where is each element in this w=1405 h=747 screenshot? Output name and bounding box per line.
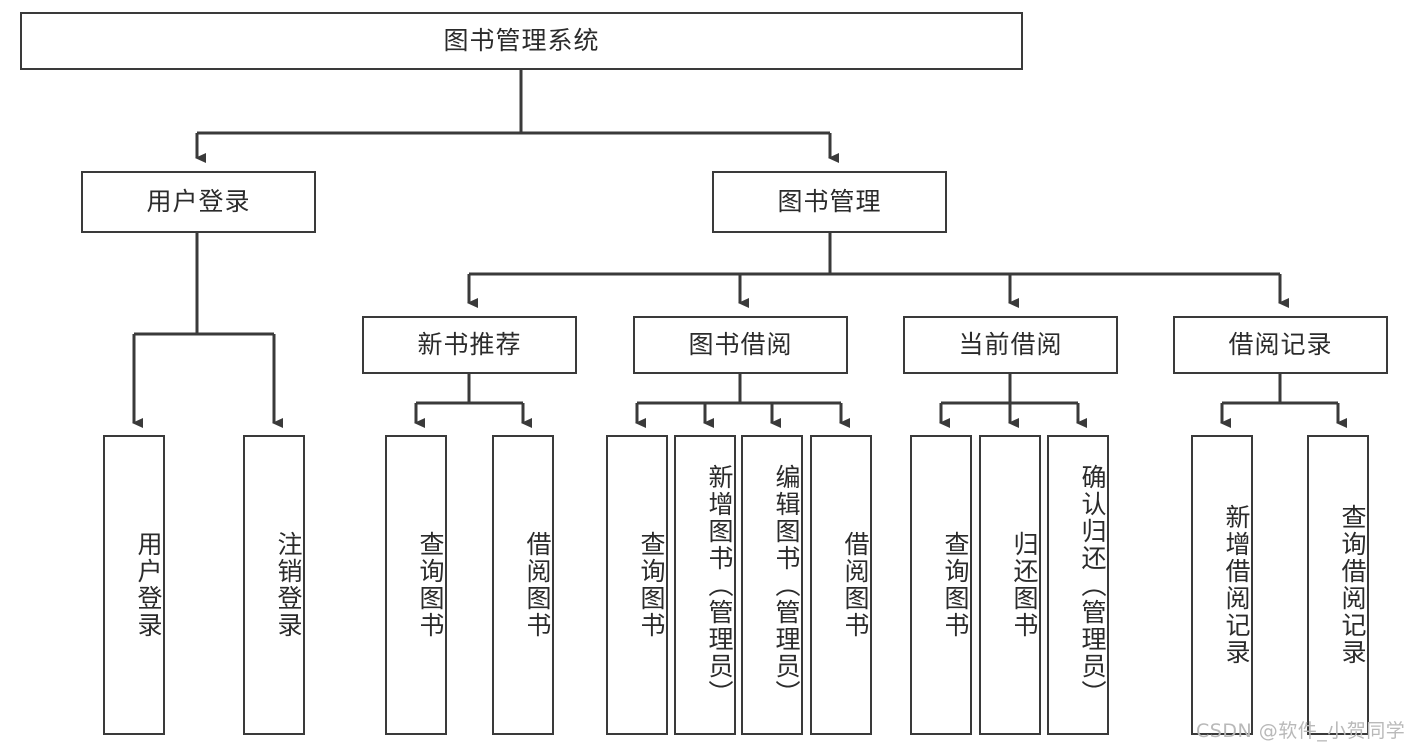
leaf-borrow-record-query[interactable]: 查询借阅记录 <box>1307 435 1369 735</box>
leaf-label: 新增图书（管理员） <box>705 463 734 707</box>
leaf-book-borrow-borrow[interactable]: 借阅图书 <box>810 435 872 735</box>
leaf-label: 确认归还（管理员） <box>1078 463 1107 707</box>
leaf-label: 新增借阅记录 <box>1222 504 1251 666</box>
csdn-watermark: CSDN @软件_小贺同学 <box>1196 720 1405 742</box>
node-book-borrow[interactable]: 图书借阅 <box>633 316 848 374</box>
node-borrow-record-label: 借阅记录 <box>1228 330 1333 360</box>
leaf-user-login-login[interactable]: 用户登录 <box>103 435 165 735</box>
node-borrow-record[interactable]: 借阅记录 <box>1173 316 1388 374</box>
node-user-login[interactable]: 用户登录 <box>81 171 316 233</box>
leaf-new-book-borrow[interactable]: 借阅图书 <box>492 435 554 735</box>
node-root-label: 图书管理系统 <box>443 26 600 56</box>
leaf-label: 查询图书 <box>941 531 970 639</box>
leaf-book-borrow-add[interactable]: 新增图书（管理员） <box>674 435 736 735</box>
leaf-label: 归还图书 <box>1010 531 1039 639</box>
node-new-book-recommend-label: 新书推荐 <box>417 330 522 360</box>
leaf-label: 注销登录 <box>274 531 303 639</box>
leaf-current-borrow-query[interactable]: 查询图书 <box>910 435 972 735</box>
leaf-label: 编辑图书（管理员） <box>772 463 801 707</box>
node-new-book-recommend[interactable]: 新书推荐 <box>362 316 577 374</box>
leaf-borrow-record-add[interactable]: 新增借阅记录 <box>1191 435 1253 735</box>
leaf-current-borrow-return[interactable]: 归还图书 <box>979 435 1041 735</box>
leaf-current-borrow-confirm-return[interactable]: 确认归还（管理员） <box>1047 435 1109 735</box>
leaf-book-borrow-query[interactable]: 查询图书 <box>606 435 668 735</box>
leaf-label: 查询图书 <box>637 531 666 639</box>
leaf-new-book-query[interactable]: 查询图书 <box>385 435 447 735</box>
leaf-book-borrow-edit[interactable]: 编辑图书（管理员） <box>741 435 803 735</box>
node-current-borrow[interactable]: 当前借阅 <box>903 316 1118 374</box>
node-current-borrow-label: 当前借阅 <box>958 330 1063 360</box>
leaf-user-login-logout[interactable]: 注销登录 <box>243 435 305 735</box>
node-user-login-label: 用户登录 <box>146 187 251 217</box>
leaf-label: 借阅图书 <box>523 531 552 639</box>
node-book-management-label: 图书管理 <box>777 187 882 217</box>
leaf-label: 查询借阅记录 <box>1338 504 1367 666</box>
leaf-label: 借阅图书 <box>841 531 870 639</box>
node-book-management[interactable]: 图书管理 <box>712 171 947 233</box>
leaf-label: 用户登录 <box>134 531 163 639</box>
node-book-borrow-label: 图书借阅 <box>688 330 793 360</box>
node-root[interactable]: 图书管理系统 <box>20 12 1023 70</box>
leaf-label: 查询图书 <box>416 531 445 639</box>
